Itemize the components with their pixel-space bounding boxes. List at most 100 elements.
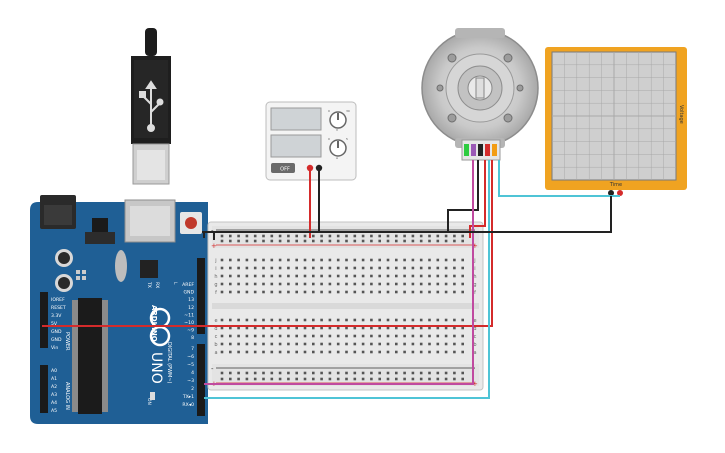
breadboard-hole[interactable]: [378, 258, 381, 262]
breadboard-hole[interactable]: [378, 326, 381, 330]
breadboard-hole[interactable]: [336, 318, 340, 322]
breadboard-hole[interactable]: [444, 239, 448, 243]
breadboard-hole[interactable]: [353, 282, 357, 286]
breadboard-hole[interactable]: [395, 234, 398, 238]
breadboard-hole[interactable]: [262, 342, 265, 346]
breadboard-hole[interactable]: [262, 234, 265, 238]
breadboard-hole[interactable]: [428, 377, 431, 381]
usb-cable[interactable]: [131, 28, 171, 185]
breadboard-hole[interactable]: [428, 290, 431, 294]
negative-terminal[interactable]: [315, 164, 323, 172]
breadboard-hole[interactable]: [270, 334, 274, 338]
breadboard-hole[interactable]: [353, 334, 357, 338]
breadboard-hole[interactable]: [370, 258, 373, 262]
breadboard-hole[interactable]: [386, 258, 390, 262]
power-off-button[interactable]: [271, 163, 295, 173]
breadboard-hole[interactable]: [361, 350, 365, 354]
breadboard-hole[interactable]: [419, 290, 423, 294]
breadboard-hole[interactable]: [345, 318, 348, 322]
breadboard-hole[interactable]: [453, 290, 456, 294]
breadboard-hole[interactable]: [361, 234, 365, 238]
breadboard-hole[interactable]: [345, 377, 348, 381]
breadboard-hole[interactable]: [237, 274, 240, 278]
breadboard-hole[interactable]: [419, 334, 423, 338]
breadboard-hole[interactable]: [378, 239, 381, 243]
breadboard-hole[interactable]: [320, 377, 323, 381]
breadboard-hole[interactable]: [403, 274, 406, 278]
breadboard-hole[interactable]: [395, 326, 398, 330]
breadboard-hole[interactable]: [262, 274, 265, 278]
breadboard-hole[interactable]: [411, 371, 415, 375]
breadboard-hole[interactable]: [237, 266, 240, 270]
breadboard-hole[interactable]: [328, 274, 332, 278]
breadboard-hole[interactable]: [320, 326, 323, 330]
breadboard-hole[interactable]: [453, 282, 456, 286]
breadboard-hole[interactable]: [278, 326, 282, 330]
breadboard-hole[interactable]: [229, 282, 232, 286]
breadboard-hole[interactable]: [395, 239, 398, 243]
breadboard-hole[interactable]: [303, 326, 307, 330]
breadboard-hole[interactable]: [253, 234, 257, 238]
breadboard-hole[interactable]: [461, 326, 464, 330]
breadboard-hole[interactable]: [419, 318, 423, 322]
breadboard-hole[interactable]: [453, 377, 456, 381]
breadboard-hole[interactable]: [312, 239, 315, 243]
breadboard-hole[interactable]: [270, 274, 274, 278]
breadboard-hole[interactable]: [436, 274, 440, 278]
breadboard-hole[interactable]: [278, 282, 282, 286]
breadboard-hole[interactable]: [453, 239, 456, 243]
breadboard-hole[interactable]: [386, 239, 390, 243]
breadboard-hole[interactable]: [287, 377, 290, 381]
breadboard-hole[interactable]: [370, 318, 373, 322]
breadboard-hole[interactable]: [461, 239, 464, 243]
power-supply[interactable]: 0 V 30 0 A 5 OFF: [265, 101, 357, 181]
breadboard-hole[interactable]: [370, 377, 373, 381]
breadboard-hole[interactable]: [444, 377, 448, 381]
breadboard-hole[interactable]: [361, 239, 365, 243]
breadboard-hole[interactable]: [295, 234, 298, 238]
breadboard-hole[interactable]: [328, 290, 332, 294]
breadboard-hole[interactable]: [237, 234, 240, 238]
breadboard-hole[interactable]: [428, 258, 431, 262]
breadboard-hole[interactable]: [419, 234, 423, 238]
breadboard-hole[interactable]: [361, 282, 365, 286]
breadboard-hole[interactable]: [361, 371, 365, 375]
breadboard-hole[interactable]: [336, 239, 340, 243]
breadboard-hole[interactable]: [428, 342, 431, 346]
breadboard-hole[interactable]: [270, 290, 274, 294]
breadboard-hole[interactable]: [436, 350, 440, 354]
breadboard-hole[interactable]: [386, 290, 390, 294]
breadboard-hole[interactable]: [220, 350, 224, 354]
dc-motor[interactable]: [421, 28, 539, 161]
breadboard-hole[interactable]: [237, 371, 240, 375]
breadboard-hole[interactable]: [353, 342, 357, 346]
breadboard-hole[interactable]: [336, 258, 340, 262]
breadboard-hole[interactable]: [436, 326, 440, 330]
breadboard-hole[interactable]: [262, 239, 265, 243]
breadboard-hole[interactable]: [262, 266, 265, 270]
breadboard-hole[interactable]: [287, 371, 290, 375]
breadboard-hole[interactable]: [312, 377, 315, 381]
breadboard-hole[interactable]: [220, 342, 224, 346]
breadboard-hole[interactable]: [237, 318, 240, 322]
breadboard-hole[interactable]: [353, 258, 357, 262]
breadboard-hole[interactable]: [395, 266, 398, 270]
breadboard-hole[interactable]: [403, 234, 406, 238]
breadboard-hole[interactable]: [453, 350, 456, 354]
breadboard-hole[interactable]: [262, 377, 265, 381]
breadboard-hole[interactable]: [386, 274, 390, 278]
breadboard-hole[interactable]: [270, 239, 274, 243]
breadboard-hole[interactable]: [312, 371, 315, 375]
breadboard-hole[interactable]: [245, 371, 249, 375]
breadboard-hole[interactable]: [411, 282, 415, 286]
breadboard-hole[interactable]: [336, 334, 340, 338]
breadboard-hole[interactable]: [395, 371, 398, 375]
breadboard-hole[interactable]: [386, 318, 390, 322]
breadboard-hole[interactable]: [270, 282, 274, 286]
breadboard-hole[interactable]: [237, 282, 240, 286]
breadboard-hole[interactable]: [461, 282, 464, 286]
breadboard-hole[interactable]: [220, 371, 224, 375]
breadboard-hole[interactable]: [220, 290, 224, 294]
breadboard-hole[interactable]: [345, 266, 348, 270]
breadboard-hole[interactable]: [295, 371, 298, 375]
